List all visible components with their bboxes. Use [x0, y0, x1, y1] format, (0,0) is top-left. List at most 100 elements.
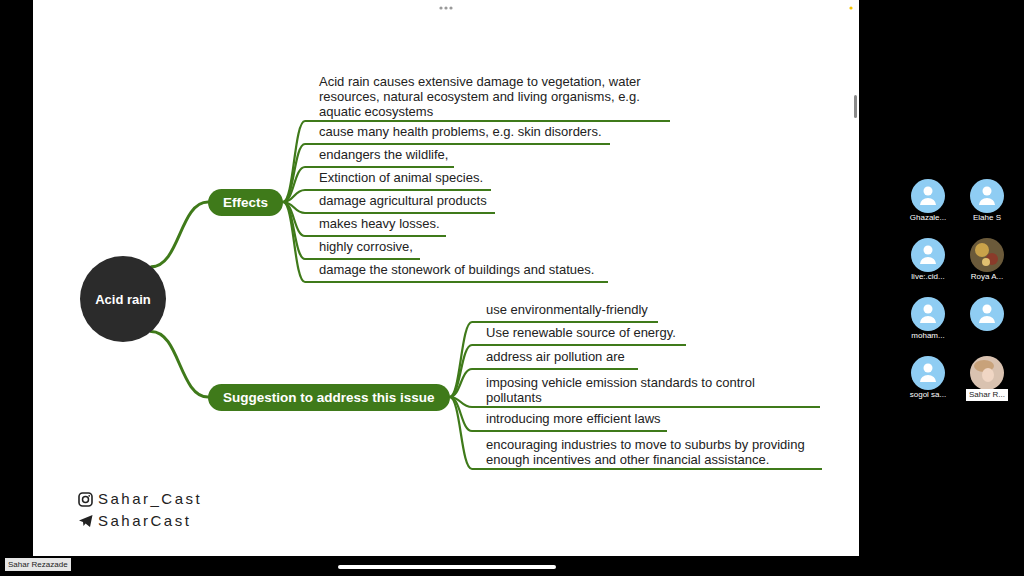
participant-name: Elahe S — [973, 213, 1001, 223]
photo-circle — [970, 356, 1004, 390]
photo-detail — [982, 258, 990, 266]
branch-pill: Effects — [208, 189, 283, 216]
node-text: Effects — [223, 195, 268, 210]
branch-connector — [283, 167, 305, 202]
node-text: introducing more efficient laws — [486, 411, 661, 426]
avatar-circle — [911, 179, 945, 213]
avatar-circle — [911, 238, 945, 272]
branch-connector — [283, 121, 305, 202]
speaker-name: Sahar Rezazade — [5, 558, 71, 571]
leaf-item: damage the stonework of buildings and st… — [305, 262, 608, 283]
leaf-item: imposing vehicle emission standards to c… — [472, 375, 820, 408]
node-text: Use renewable source of energy. — [486, 325, 676, 340]
avatar-head — [924, 305, 933, 314]
node-text: Acid rain — [95, 292, 151, 307]
participant-name: sogol sa... — [910, 390, 946, 400]
slide-ground — [33, 0, 859, 556]
node-text: damage the stonework of buildings and st… — [319, 262, 594, 277]
photo-circle — [970, 238, 1004, 272]
avatar-head — [924, 246, 933, 255]
branch-connector — [450, 397, 472, 431]
topic-circle: Acid rain — [80, 256, 166, 342]
avatar-head — [983, 305, 992, 314]
leaf-item: encouraging industries to move to suburb… — [472, 437, 822, 470]
branch-connector — [283, 202, 305, 259]
avatar-circle — [970, 179, 1004, 213]
node-text: cause many health problems, e.g. skin di… — [319, 124, 602, 139]
participant-name: Roya A... — [971, 272, 1003, 282]
photo-detail — [982, 368, 994, 382]
status-dot — [849, 6, 852, 9]
menu-dot — [439, 6, 442, 9]
leaf-item: cause many health problems, e.g. skin di… — [305, 124, 610, 145]
node-text: Extinction of animal species. — [319, 170, 483, 185]
node-text: makes heavy losses. — [319, 216, 440, 231]
telegram-icon — [79, 515, 93, 527]
avatar-body — [920, 316, 936, 323]
avatar-body — [979, 316, 995, 323]
participant-tile — [970, 179, 1004, 213]
leaf-item: Extinction of animal species. — [305, 170, 491, 191]
node-text: Suggestion to address this issue — [223, 390, 435, 405]
branch-connector — [283, 144, 305, 202]
participant-photo — [970, 356, 1004, 390]
menu-dot — [444, 6, 447, 9]
node-text: endangers the wildlife, — [319, 147, 448, 162]
participant-name: Ghazale... — [910, 213, 946, 223]
instagram-icon — [88, 495, 90, 497]
participant-name: moham... — [911, 331, 944, 341]
avatar-body — [920, 375, 936, 382]
leaf-item: use environmentally-friendly — [472, 302, 658, 323]
avatar-body — [920, 257, 936, 264]
participant-tile — [911, 356, 945, 390]
social-handle: SaharCast — [98, 512, 191, 530]
avatar-head — [924, 187, 933, 196]
social-handle: Sahar_Cast — [98, 490, 202, 508]
leaf-item: introducing more efficient laws — [472, 411, 667, 432]
node-text: damage agricultural products — [319, 193, 487, 208]
avatar-head — [983, 187, 992, 196]
branch-connector — [283, 190, 305, 202]
leaf-item: makes heavy losses. — [305, 216, 446, 237]
branch-connector — [450, 345, 472, 397]
node-text: highly corrosive, — [319, 239, 413, 254]
leaf-item: damage agricultural products — [305, 193, 495, 214]
leaf-item: highly corrosive, — [305, 239, 420, 260]
node-text: imposing vehicle emission standards to c… — [486, 375, 766, 405]
node-text: address air pollution are — [486, 349, 625, 364]
participant-name: live:.cid... — [911, 272, 944, 282]
participant-photo — [970, 238, 1004, 272]
avatar-circle — [911, 356, 945, 390]
participant-tile — [970, 297, 1004, 331]
leaf-item: address air pollution are — [472, 349, 638, 370]
participant-tile — [911, 297, 945, 331]
instagram-icon — [79, 493, 92, 506]
participant-name: Sahar R... — [966, 389, 1008, 401]
avatar-circle — [970, 297, 1004, 331]
avatar-head — [924, 364, 933, 373]
branch-connector — [283, 202, 305, 282]
branch-connector — [151, 331, 208, 397]
avatar-circle — [911, 297, 945, 331]
instagram-icon — [83, 497, 89, 503]
scrollbar — [854, 95, 857, 118]
branch-pill: Suggestion to address this issue — [208, 384, 450, 411]
menu-dot — [449, 6, 452, 9]
participant-tile — [911, 238, 945, 272]
leaf-item: endangers the wildlife, — [305, 147, 454, 168]
node-text: use environmentally-friendly — [486, 302, 648, 317]
home-indicator — [338, 565, 556, 569]
avatar-body — [979, 198, 995, 205]
branch-connector — [450, 322, 472, 397]
node-text: Acid rain causes extensive damage to veg… — [319, 74, 664, 119]
branch-connector — [151, 202, 208, 267]
leaf-item: Acid rain causes extensive damage to veg… — [305, 74, 670, 122]
node-text: encouraging industries to move to suburb… — [486, 437, 816, 467]
participant-tile — [911, 179, 945, 213]
branch-connector — [450, 369, 472, 397]
leaf-item: Use renewable source of energy. — [472, 325, 686, 346]
photo-detail — [975, 243, 989, 257]
